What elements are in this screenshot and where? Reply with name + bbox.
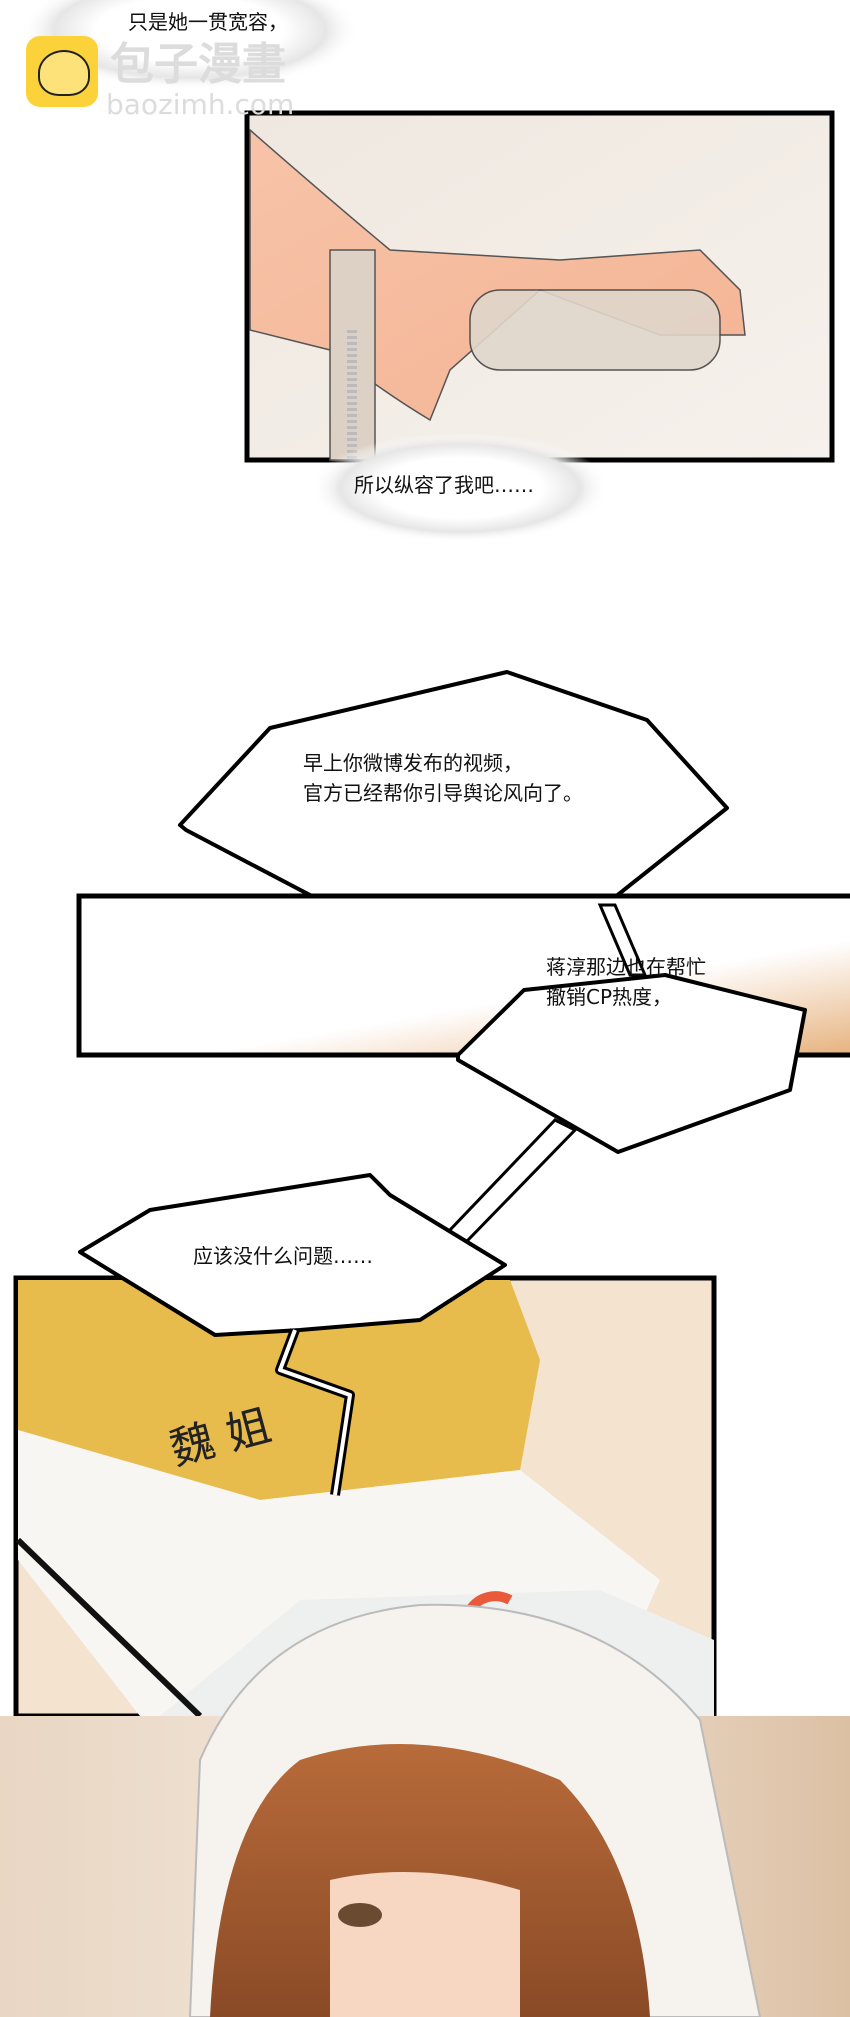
bubble-2-line-1: 蒋淳那边也在帮忙 (546, 955, 706, 979)
speech-bubble-2 (456, 973, 807, 1154)
caption-glow (20, 0, 360, 90)
caption-below-panel-1: 所以纵容了我吧…… (354, 473, 534, 497)
bubble-2-line-2: 撤销CP热度， (546, 985, 673, 1009)
watermark-url: baozimh.com (106, 88, 295, 121)
speech-bubble-3 (78, 1173, 507, 1337)
bubble-1-line-1: 早上你微博发布的视频， (303, 751, 523, 775)
caption-glow (310, 433, 610, 543)
panel-1 (244, 110, 835, 463)
caption-top: 只是她一贯宽容， (128, 10, 288, 34)
bubble-3-line-1: 应该没什么问题…… (193, 1244, 373, 1268)
bubble-1-line-2: 官方已经帮你引导舆论风向了。 (303, 781, 583, 805)
watermark-logo (26, 36, 98, 107)
character-illustration (0, 1603, 850, 2017)
bun-icon (38, 50, 90, 96)
watermark-name: 包子漫畫 (110, 39, 286, 90)
